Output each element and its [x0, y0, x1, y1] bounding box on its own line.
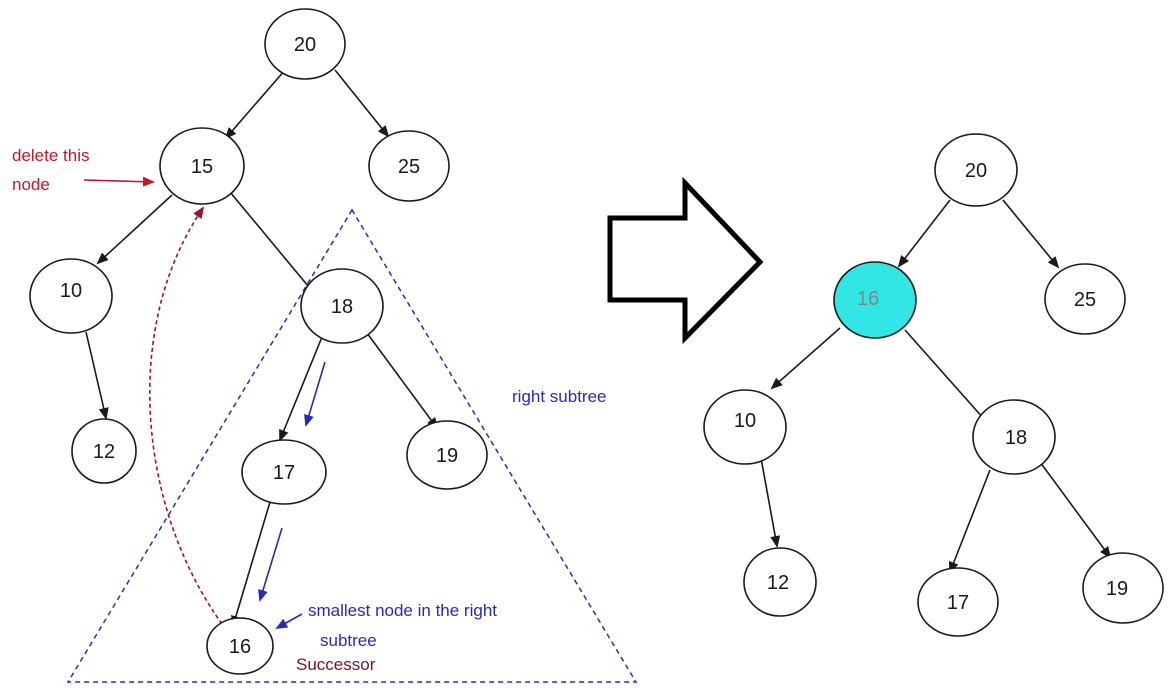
node-label: 25	[1074, 289, 1096, 311]
edge-20-16	[897, 199, 951, 268]
node-label: 16	[229, 636, 251, 658]
smallest-node-label: smallest node in the right	[308, 601, 497, 620]
traverse-arrow-2	[258, 527, 283, 602]
node-label: 16	[857, 288, 879, 310]
edge-17-16	[231, 501, 271, 628]
smallest-node-label-line2: subtree	[320, 631, 377, 650]
node-label: 20	[294, 34, 316, 56]
node-label: 12	[93, 441, 115, 463]
tree-node: 17	[917, 567, 999, 637]
traverse-arrow-1	[304, 361, 326, 427]
edge-15-18	[229, 191, 320, 300]
node-label: 19	[436, 445, 458, 467]
tree-node: 15	[159, 127, 245, 205]
edge-18-17	[279, 336, 323, 442]
smallest-pointer-arrow	[275, 613, 303, 629]
edge-18-19	[366, 332, 439, 430]
edge-16-10	[770, 327, 841, 390]
tree-node: 18	[300, 268, 384, 344]
node-label: 20	[965, 160, 987, 182]
left-tree: 20 15 25 10 18 12 17 19	[12, 8, 638, 683]
tree-node: 12	[743, 547, 817, 617]
node-label: 15	[191, 156, 213, 178]
edge-10-12	[85, 331, 109, 420]
successor-replace-arrow	[149, 206, 223, 625]
delete-label-line2: node	[12, 175, 50, 194]
tree-node: 19	[1082, 552, 1164, 624]
node-label: 18	[1005, 427, 1027, 449]
tree-node: 18	[972, 399, 1056, 475]
tree-node: 10	[703, 389, 787, 465]
node-label: 12	[767, 572, 789, 594]
tree-node: 25	[368, 130, 450, 202]
successor-label: Successor	[296, 655, 376, 674]
delete-label: delete this	[12, 146, 90, 165]
right-tree: 20 16 25 10 18 12 17 19	[703, 133, 1164, 637]
node-label: 18	[331, 296, 353, 318]
node-label: 10	[734, 410, 756, 432]
delete-arrow	[83, 176, 155, 187]
edge-16-18	[904, 329, 994, 430]
edge-20-15	[224, 69, 286, 140]
edge-15-10	[96, 194, 173, 265]
node-label: 10	[60, 280, 82, 302]
node-label: 25	[398, 156, 420, 178]
edge-18-17	[948, 469, 991, 574]
node-label: 17	[947, 592, 969, 614]
tree-node: 20	[934, 133, 1018, 207]
transform-arrow	[607, 176, 764, 345]
right-subtree-label: right subtree	[512, 387, 607, 406]
edge-20-25	[1002, 199, 1060, 269]
tree-node: 20	[264, 8, 346, 80]
node-label: 17	[273, 462, 295, 484]
tree-node: 10	[29, 258, 113, 334]
tree-node: 17	[241, 439, 327, 505]
edge-20-25	[334, 69, 390, 138]
tree-node-successor: 16	[206, 617, 274, 675]
edge-10-12	[760, 457, 781, 548]
tree-node: 12	[71, 418, 137, 484]
node-label: 19	[1106, 578, 1128, 600]
tree-node: 25	[1044, 263, 1126, 335]
tree-node-replaced: 16	[833, 261, 917, 339]
tree-node: 19	[406, 420, 488, 490]
edge-18-19	[1039, 461, 1112, 559]
